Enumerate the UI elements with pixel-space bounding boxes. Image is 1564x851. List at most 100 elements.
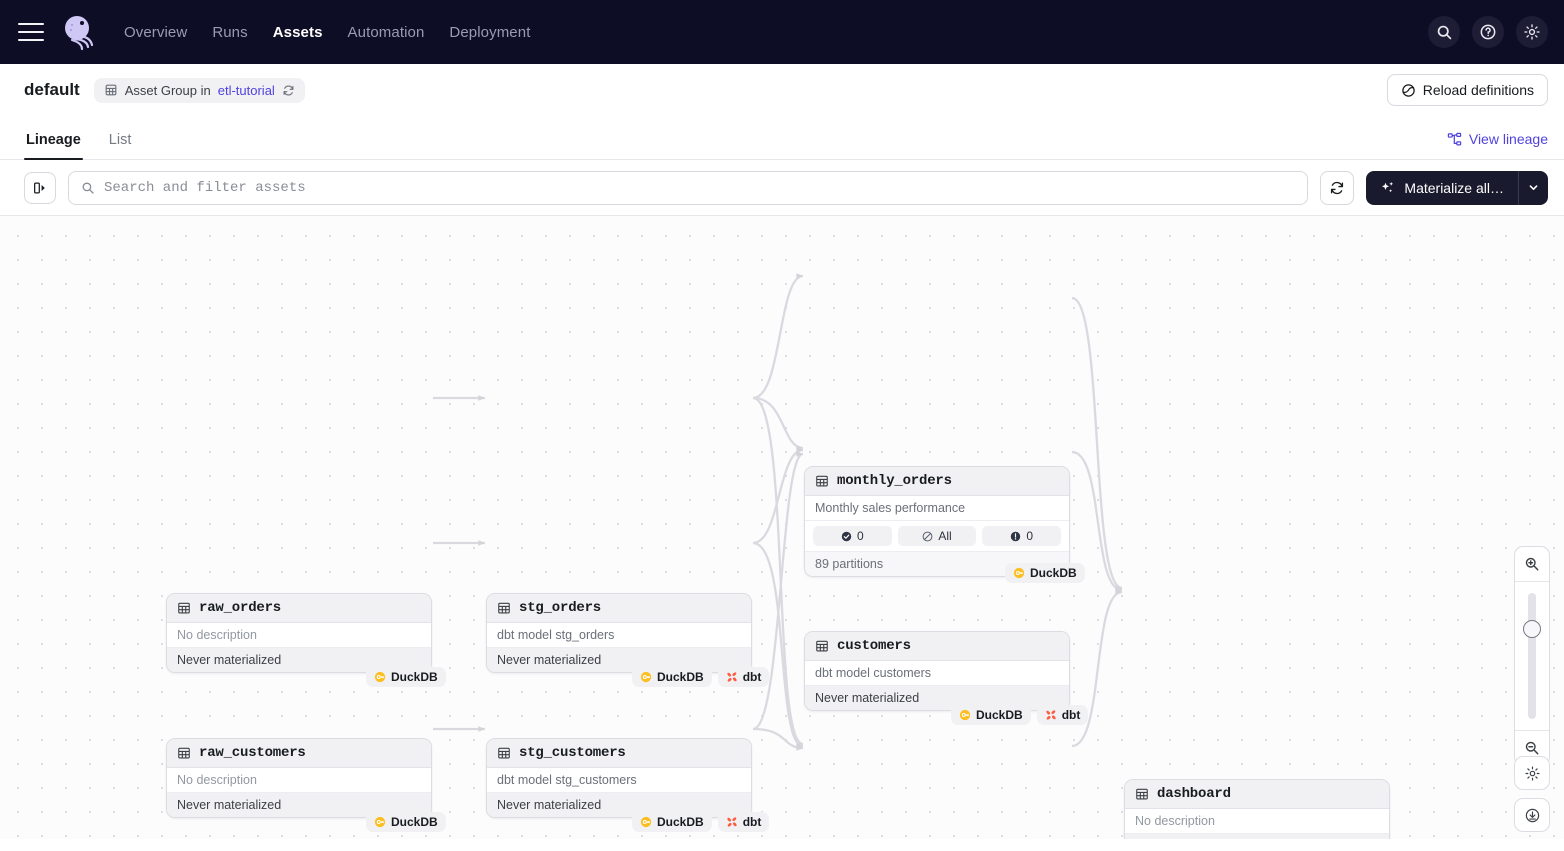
tag-label: DuckDB (1030, 566, 1077, 580)
dbt-icon (727, 672, 737, 682)
tag-label: dbt (742, 670, 762, 684)
tag-duckdb[interactable]: DuckDB (1005, 563, 1085, 583)
chevron-down-icon[interactable] (1518, 170, 1548, 205)
asset-group-label: Asset Group in (124, 82, 211, 98)
refresh-icon (1331, 181, 1344, 194)
zoom-out-icon[interactable] (1515, 731, 1549, 765)
zoom-control-stack (1514, 546, 1550, 766)
sidebar-panel-toggle-icon[interactable] (24, 171, 56, 204)
asset-node-title: dashboard (1157, 786, 1231, 802)
nav-links: Overview Runs Assets Automation Deployme… (124, 24, 530, 41)
tag-duckdb[interactable]: DuckDB (632, 667, 712, 687)
asset-tags-stg_orders: DuckDB dbt (632, 667, 770, 687)
partition-segment-check-circle[interactable]: 0 (813, 526, 892, 546)
zoom-slider[interactable] (1515, 581, 1549, 731)
tag-label: DuckDB (391, 815, 438, 829)
search-filter-box[interactable] (68, 170, 1309, 205)
graph-export-button[interactable] (1514, 798, 1550, 832)
asset-group-icon (105, 84, 117, 96)
dbt-icon (1046, 710, 1056, 720)
partition-status-bar: 0 All 0 (805, 521, 1069, 552)
table-icon (178, 747, 190, 759)
asset-node-title: stg_customers (519, 745, 626, 761)
asset-node-description: Monthly sales performance (805, 496, 1069, 521)
nav-link-assets[interactable]: Assets (272, 23, 323, 41)
dbt-icon (727, 817, 737, 827)
tag-dbt[interactable]: dbt (717, 667, 770, 687)
help-icon[interactable] (1472, 16, 1504, 48)
tab-lineage[interactable]: Lineage (24, 132, 83, 160)
refresh-graph-button[interactable] (1320, 170, 1355, 205)
asset-node-description: No description (167, 623, 431, 648)
nav-icon-group (1428, 16, 1548, 48)
asset-node-title: customers (837, 638, 911, 654)
slash-circle-icon (922, 531, 933, 541)
asset-group-link[interactable]: etl-tutorial (217, 82, 275, 98)
asset-node-header: raw_orders (167, 594, 431, 623)
dagster-logo[interactable] (60, 12, 100, 52)
tag-duckdb[interactable]: DuckDB (951, 705, 1031, 725)
asset-node-header: customers (805, 632, 1069, 661)
tag-label: dbt (742, 815, 762, 829)
gear-icon[interactable] (1516, 16, 1548, 48)
breadcrumb-bar: default Asset Group in etl-tutorial Relo… (0, 64, 1564, 116)
view-lineage-link[interactable]: View lineage (1447, 131, 1548, 147)
asset-node-title: raw_customers (199, 745, 306, 761)
hamburger-menu-icon[interactable] (18, 23, 44, 41)
asset-node-description: No description (167, 768, 431, 793)
graph-toolbar: Materialize all… (0, 160, 1564, 216)
duckdb-icon (959, 709, 971, 721)
table-icon (498, 747, 510, 759)
sparkle-icon (1382, 181, 1394, 192)
duckdb-icon (374, 816, 386, 828)
tab-list[interactable]: List (108, 132, 132, 148)
download-icon (1525, 808, 1539, 822)
tag-label: DuckDB (976, 708, 1023, 722)
nav-link-runs[interactable]: Runs (212, 23, 248, 41)
tag-duckdb[interactable]: DuckDB (366, 812, 446, 832)
materialize-all-button[interactable]: Materialize all… (1366, 171, 1518, 205)
duckdb-icon (1013, 567, 1025, 579)
canvas-scrollbar[interactable] (1557, 216, 1563, 839)
reload-definitions-button[interactable]: Reload definitions (1386, 74, 1548, 106)
asset-node-header: stg_orders (487, 594, 751, 623)
top-navigation-bar: Overview Runs Assets Automation Deployme… (0, 0, 1564, 64)
asset-group-badge[interactable]: Asset Group in etl-tutorial (93, 77, 305, 103)
nav-link-automation[interactable]: Automation (347, 23, 425, 41)
tag-label: dbt (1061, 708, 1081, 722)
partition-segment-slash-circle[interactable]: All (897, 526, 977, 546)
tag-dbt[interactable]: dbt (1036, 705, 1089, 725)
graph-edges (433, 273, 1123, 751)
duckdb-icon (640, 671, 652, 683)
tag-dbt[interactable]: dbt (717, 812, 770, 832)
exclamation-circle-icon (1011, 531, 1021, 541)
table-icon (1136, 788, 1148, 800)
lineage-graph-icon (1447, 132, 1462, 145)
refresh-icon[interactable] (282, 84, 295, 97)
asset-tags-raw_customers: DuckDB (366, 812, 446, 832)
nav-link-deployment[interactable]: Deployment (449, 23, 531, 41)
tag-duckdb[interactable]: DuckDB (366, 667, 446, 687)
asset-node-description: No description (1125, 809, 1389, 834)
table-icon (498, 602, 510, 614)
graph-settings-button[interactable] (1514, 756, 1550, 790)
tag-duckdb[interactable]: DuckDB (632, 812, 712, 832)
materialize-all-label: Materialize all… (1404, 179, 1504, 196)
search-icon[interactable] (1428, 16, 1460, 48)
zoom-slider-thumb[interactable] (1523, 620, 1541, 638)
reload-icon (1401, 83, 1415, 97)
partition-segment-value: All (938, 529, 952, 543)
zoom-in-icon[interactable] (1515, 547, 1549, 581)
search-input[interactable] (104, 179, 1296, 196)
nav-link-overview[interactable]: Overview (124, 23, 188, 41)
partition-segment-exclamation-circle[interactable]: 0 (982, 526, 1062, 546)
table-icon (178, 602, 190, 614)
